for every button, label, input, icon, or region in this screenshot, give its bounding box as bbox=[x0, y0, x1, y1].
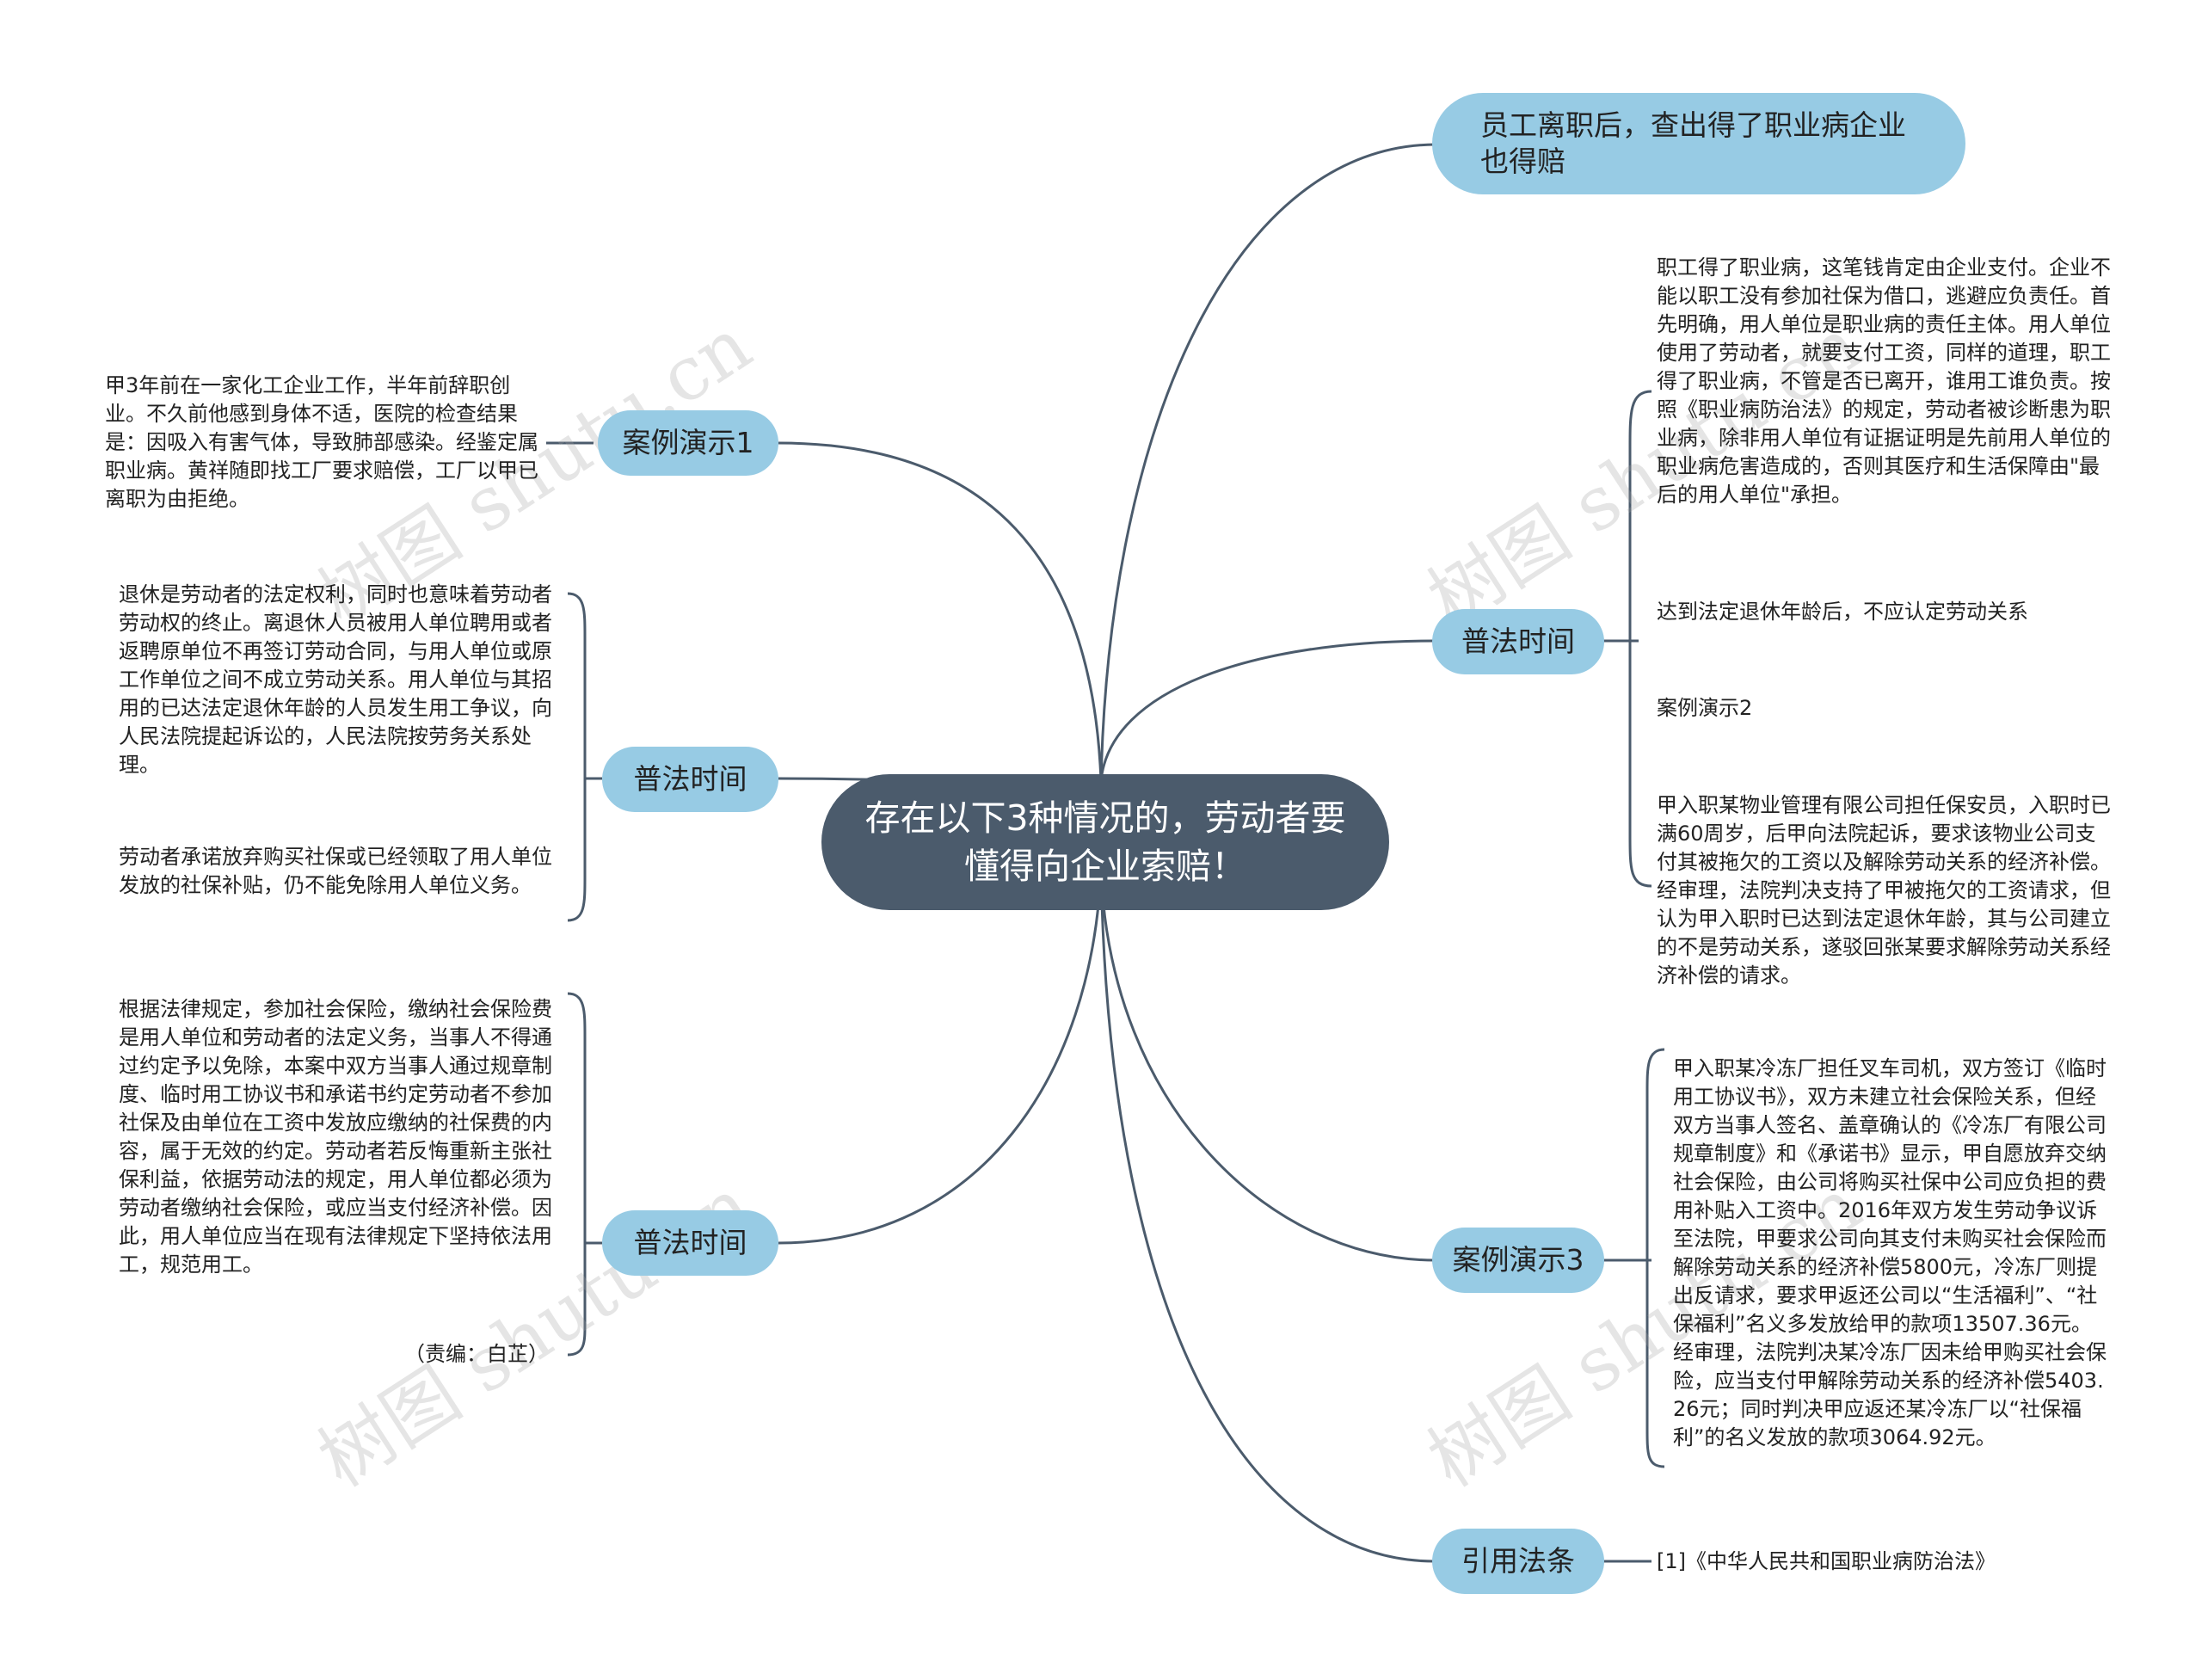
bracket-law-time-left-2 bbox=[567, 992, 587, 1357]
link-center-law-time-right bbox=[1099, 639, 1436, 782]
link-center-case3 bbox=[1099, 868, 1436, 1262]
branch-law-time-right[interactable]: 普法时间 bbox=[1432, 609, 1604, 674]
leaf-citation: [1]《中华人民共和国职业病防治法》 bbox=[1657, 1549, 1996, 1573]
link-center-case1 bbox=[778, 441, 1103, 782]
bracket-law-time-right bbox=[1628, 390, 1652, 888]
branch-top-resigned-occupational-disease[interactable]: 员工离职后，查出得了职业病企业也得赔 bbox=[1432, 93, 1965, 194]
leaf-retirement-age-heading: 达到法定退休年龄后，不应认定劳动关系 bbox=[1657, 600, 2028, 624]
leaf-case2-label: 案例演示2 bbox=[1657, 696, 1753, 720]
leaf-retirement-rights: 退休是劳动者的法定权利，同时也意味着劳动者劳动权的终止。离退休人员被用人单位聘用… bbox=[119, 582, 552, 777]
link-center-law-time-left-2 bbox=[778, 868, 1103, 1245]
branch-law-time-left-2[interactable]: 普法时间 bbox=[602, 1210, 778, 1276]
center-topic[interactable]: 存在以下3种情况的，劳动者要懂得向企业索赔！ bbox=[821, 774, 1389, 910]
leaf-waiver-social-insurance: 劳动者承诺放弃购买社保或已经领取了用人单位发放的社保补贴，仍不能免除用人单位义务… bbox=[119, 845, 552, 897]
leaf-case3-detail: 甲入职某冷冻厂担任叉车司机，双方签订《临时用工协议书》，双方未建立社会保险关系，… bbox=[1673, 1056, 2107, 1449]
leaf-law-time-right-explanation: 职工得了职业病，这笔钱肯定由企业支付。企业不能以职工没有参加社保为借口，逃避应负… bbox=[1657, 255, 2111, 507]
link-center-top-branch bbox=[1099, 143, 1436, 782]
leaf-editor-credit: （责编：白芷） bbox=[404, 1342, 549, 1366]
bracket-case3 bbox=[1645, 1048, 1665, 1468]
link-center-citation bbox=[1099, 868, 1436, 1563]
branch-law-time-left-1[interactable]: 普法时间 bbox=[602, 747, 778, 812]
leaf-legal-analysis: 根据法律规定，参加社会保险，缴纳社会保险费是用人单位和劳动者的法定义务，当事人不… bbox=[119, 997, 552, 1277]
leaf-case1-detail: 甲3年前在一家化工企业工作，半年前辞职创业。不久前他感到身体不适，医院的检查结果… bbox=[105, 373, 538, 511]
leaf-case2-detail: 甲入职某物业管理有限公司担任保安员，入职时已满60周岁，后甲向法院起诉，要求该物… bbox=[1657, 793, 2111, 988]
branch-case1[interactable]: 案例演示1 bbox=[598, 410, 778, 476]
branch-citation[interactable]: 引用法条 bbox=[1432, 1529, 1604, 1594]
branch-case3[interactable]: 案例演示3 bbox=[1432, 1228, 1604, 1293]
bracket-law-time-left-1 bbox=[567, 592, 587, 922]
